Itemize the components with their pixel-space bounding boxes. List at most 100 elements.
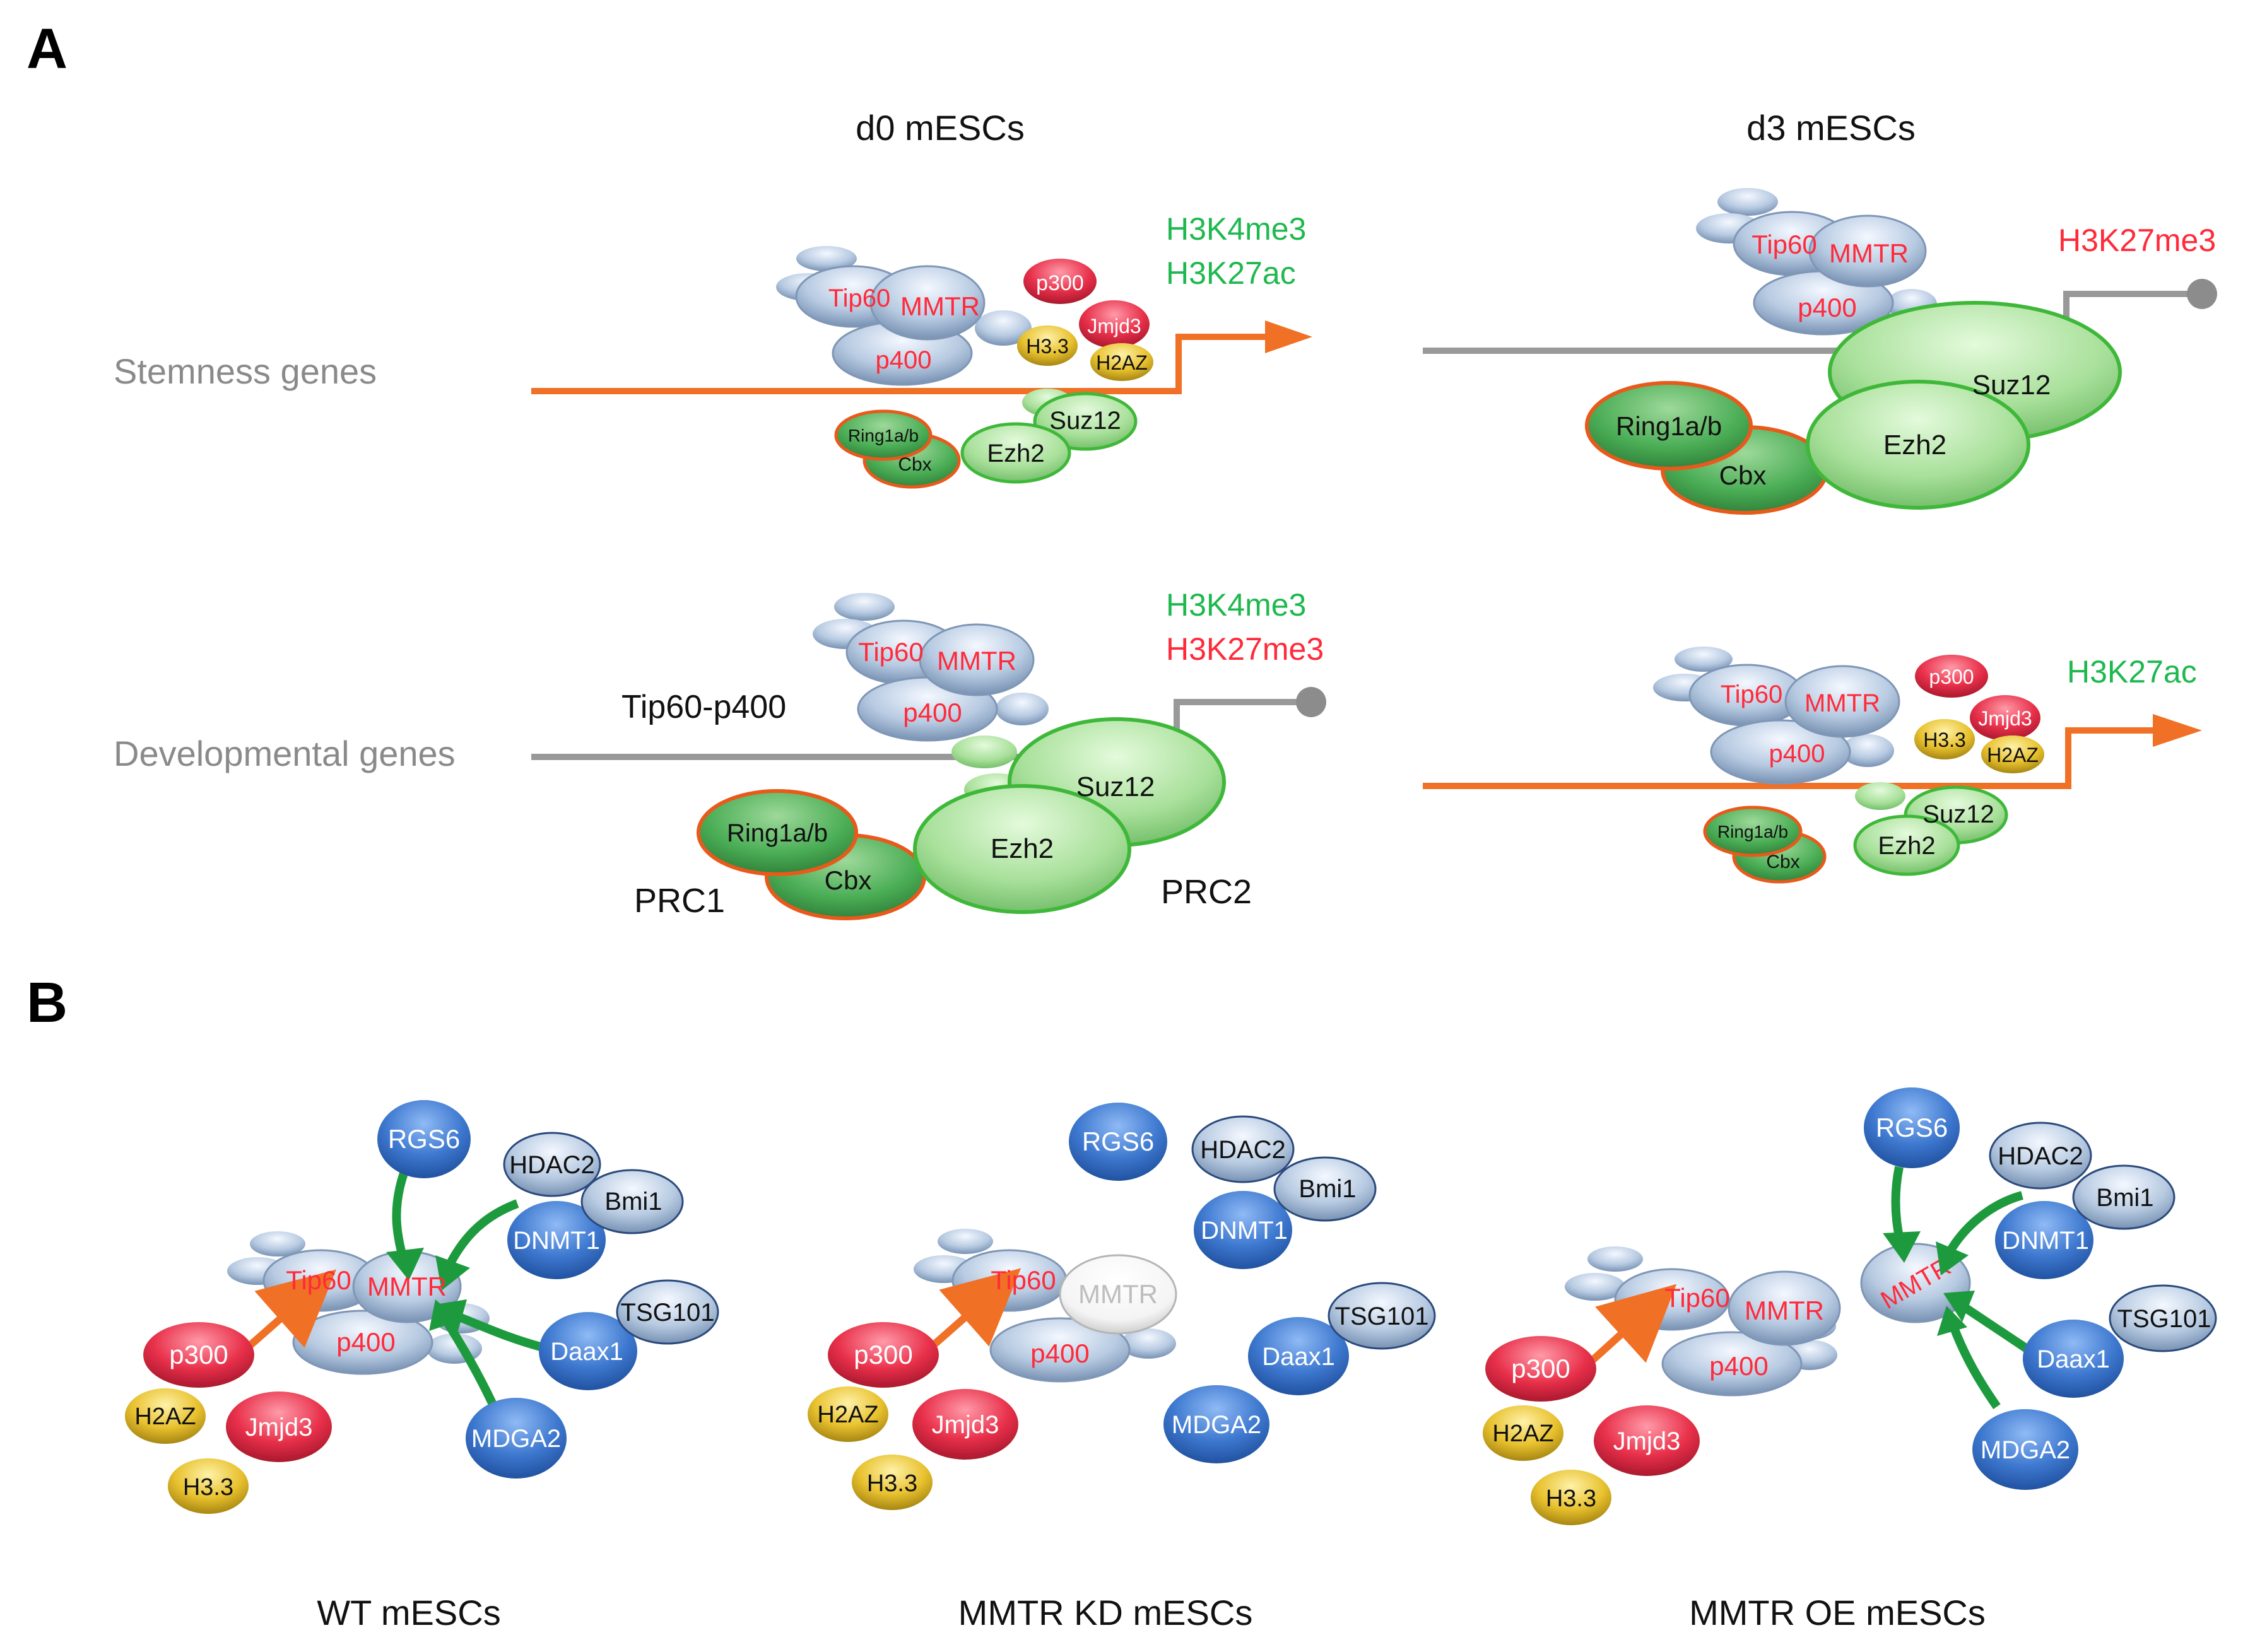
- kd-node-hdac2: [1191, 1115, 1295, 1183]
- panel-b-label: B: [26, 971, 68, 1034]
- complex-tip60-p400: [776, 246, 1032, 386]
- wt-protein-dnmt1: DNMT1: [513, 1227, 600, 1255]
- wt-node-h33: [168, 1458, 249, 1514]
- kd-node-rgs6: [1069, 1103, 1167, 1181]
- complex-prc-d3-stemness: [1585, 301, 2122, 515]
- protein-ezh2-d3dev: Ezh2: [1878, 832, 1935, 860]
- mark-h3k27me3-dev: H3K27me3: [1166, 631, 1324, 667]
- protein-mmtr-d3: MMTR: [1829, 238, 1909, 268]
- oe-protein-p400: p400: [1709, 1351, 1768, 1381]
- oe-protein-mmtr: MMTR: [1745, 1296, 1824, 1325]
- complex-tip60-p400-dev: [813, 593, 1049, 742]
- protein-mmtr-d3dev: MMTR: [1805, 689, 1880, 717]
- wt-arrow-mdga2: [441, 1316, 500, 1412]
- oe-protein-bmi1: Bmi1: [2096, 1184, 2153, 1212]
- complex-tip60-p400-d3-dev: [1653, 647, 1900, 785]
- protein-p400: p400: [876, 346, 932, 374]
- protein-ring1ab: Ring1a/b: [848, 426, 919, 445]
- oe-arrow-daax1: [1960, 1302, 2031, 1354]
- oe-node-dnmt1: [1995, 1201, 2093, 1279]
- kd-protein-p400: p400: [1030, 1339, 1089, 1368]
- kd-protein-tip60: Tip60: [991, 1265, 1056, 1295]
- kd-protein-rgs6: RGS6: [1082, 1127, 1154, 1156]
- kd-node-h33: [852, 1455, 933, 1510]
- label-prc1: PRC1: [634, 882, 725, 920]
- row-label-stemness: Stemness genes: [114, 351, 377, 391]
- oe-protein-jmjd3: Jmjd3: [1613, 1427, 1681, 1455]
- wt-arrowhead-rgs6: [386, 1248, 424, 1280]
- row-label-developmental: Developmental genes: [114, 734, 456, 773]
- mark-h3k27ac-dev: H3K27ac: [2067, 654, 2197, 689]
- kd-node-mdga2: [1163, 1385, 1269, 1463]
- kd-node-h2az: [808, 1386, 888, 1442]
- oe-node-daax1: [2023, 1320, 2124, 1398]
- oe-node-mdga2: [1972, 1409, 2078, 1490]
- oe-arrow-hdac2: [1945, 1191, 2023, 1255]
- mark-h3k27ac: H3K27ac: [1166, 255, 1296, 291]
- complex-tip60-p400-d3: [1696, 188, 1937, 336]
- p300-node: [1023, 259, 1097, 304]
- condition-label-wt: WT mESCs: [317, 1593, 500, 1632]
- kd-node-jmjd3: [912, 1389, 1018, 1460]
- kd-node-daax1: [1248, 1317, 1349, 1395]
- h33-node: [1017, 325, 1078, 366]
- kd-arrow-p300: [931, 1268, 1022, 1348]
- protein-h33: H3.3: [1026, 335, 1069, 358]
- label-tip60-p400-complex: Tip60-p400: [621, 689, 786, 725]
- mark-h3k27me3: H3K27me3: [2058, 223, 2216, 258]
- wt-node-jmjd3: [226, 1391, 332, 1462]
- oe-arrowhead-hdac2: [1936, 1241, 1969, 1275]
- oe-node-rgs6: [1864, 1087, 1960, 1168]
- wt-node-h2az: [125, 1388, 206, 1444]
- wt-protein-hdac2: HDAC2: [509, 1151, 595, 1179]
- oe-protein-rgs6: RGS6: [1876, 1113, 1948, 1142]
- protein-p400-d3: p400: [1798, 293, 1856, 322]
- protein-suz12-d3: Suz12: [1972, 370, 2051, 401]
- oe-protein-p300: p300: [1511, 1354, 1570, 1383]
- complex-prc-d3-dev: [1703, 782, 2008, 884]
- jmjd3-node: [1079, 300, 1150, 348]
- panel-a-label: A: [26, 18, 68, 81]
- oe-node-hdac2: [1989, 1122, 2092, 1190]
- oe-protein-daax1: Daax1: [2037, 1345, 2110, 1373]
- condition-label-kd: MMTR KD mESCs: [958, 1593, 1253, 1632]
- protein-cbx-dev: Cbx: [825, 865, 872, 895]
- oe-node-bmi1: [2072, 1164, 2176, 1230]
- kd-protein-h33: H3.3: [867, 1470, 917, 1497]
- kd-node-p300: [828, 1322, 939, 1388]
- wt-node-dnmt1: [507, 1201, 606, 1279]
- oe-node-jmjd3: [1594, 1405, 1700, 1476]
- kd-protein-dnmt1: DNMT1: [1201, 1217, 1288, 1245]
- kd-protein-h2az: H2AZ: [817, 1402, 878, 1428]
- p300-node-d3: [1915, 655, 1988, 698]
- wt-protein-mmtr: MMTR: [367, 1272, 447, 1301]
- wt-arrowhead-hdac2: [435, 1255, 470, 1291]
- protein-h33-d3: H3.3: [1923, 729, 1966, 751]
- kd-protein-mmtr: MMTR: [1078, 1279, 1158, 1309]
- protein-cbx-d3: Cbx: [1719, 460, 1767, 490]
- kd-protein-jmjd3: Jmjd3: [932, 1411, 999, 1439]
- protein-tip60-dev: Tip60: [858, 637, 924, 667]
- kd-protein-mdga2: MDGA2: [1172, 1411, 1261, 1439]
- kd-node-tsg101: [1328, 1282, 1436, 1350]
- protein-jmjd3-d3: Jmjd3: [1978, 707, 2032, 730]
- wt-protein-h33: H3.3: [183, 1474, 233, 1501]
- protein-tip60-d3: Tip60: [1752, 230, 1817, 259]
- protein-mmtr: MMTR: [900, 291, 980, 321]
- oe-arrow-rgs6: [1891, 1166, 1905, 1244]
- wt-arrow-p300: [247, 1269, 337, 1349]
- kd-protein-daax1: Daax1: [1262, 1343, 1335, 1371]
- protein-ezh2-dev: Ezh2: [991, 833, 1054, 864]
- wt-node-mdga2: [466, 1398, 567, 1479]
- wt-node-tsg101: [616, 1279, 719, 1345]
- jmjd3-node-d3: [1970, 695, 2040, 741]
- protein-h2az-d3: H2AZ: [1987, 744, 2039, 766]
- wt-arrow-daax1: [452, 1311, 544, 1352]
- oe-protein-dnmt1: DNMT1: [2002, 1227, 2089, 1255]
- protein-p400-d3dev: p400: [1769, 740, 1825, 768]
- protein-suz12-d3dev: Suz12: [1922, 800, 1994, 828]
- wt-arrow-hdac2: [444, 1199, 519, 1270]
- wt-protein-mdga2: MDGA2: [471, 1425, 561, 1453]
- oe-protein-tip60: Tip60: [1664, 1283, 1730, 1313]
- protein-ring1ab-dev: Ring1a/b: [727, 819, 828, 847]
